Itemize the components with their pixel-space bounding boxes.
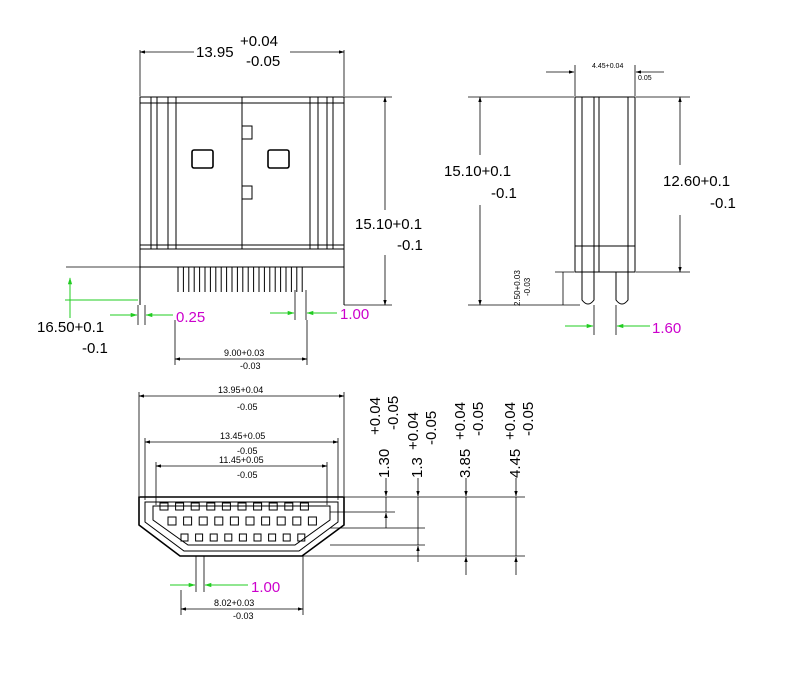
- contact-pad: [268, 502, 278, 511]
- front-flange: [139, 248, 345, 268]
- h3-minus: -0.05: [470, 402, 487, 436]
- contact-pad: [245, 516, 255, 526]
- contact-pad: [206, 502, 216, 511]
- front-pin-pitch: 1.00: [340, 306, 369, 323]
- front-pin-span-tol: -0.03: [240, 361, 261, 371]
- contact-pad: [175, 502, 185, 511]
- side-pin-pitch: 1.60: [652, 320, 681, 337]
- w2-main: 13.45+0.05: [220, 431, 265, 441]
- front-overall-main: 16.50+0.1: [37, 319, 104, 336]
- shell-inner: [144, 501, 339, 552]
- window-left: [191, 149, 214, 169]
- contact-pad: [253, 502, 263, 511]
- contact-pad: [209, 533, 218, 542]
- latch-tab-upper: [241, 125, 253, 140]
- contact-pad: [183, 516, 193, 526]
- front-width-main: 13.95: [196, 44, 234, 61]
- h1-plus: +0.04: [367, 397, 384, 435]
- tongue-outline: [152, 505, 331, 546]
- contact-pad: [276, 516, 286, 526]
- h3-main: 3.85: [457, 449, 474, 478]
- front-width-tol-plus: +0.04: [240, 33, 278, 50]
- contact-pad: [261, 516, 271, 526]
- contact-pad: [284, 502, 294, 511]
- side-pin-main: 2.50+0.03: [513, 270, 522, 306]
- front-height-tol: -0.1: [397, 237, 423, 254]
- contact-pad: [167, 516, 177, 526]
- contact-pad: [238, 533, 247, 542]
- side-pin-right: [615, 272, 629, 305]
- front-overall-tol: -0.1: [82, 340, 108, 357]
- w1-main: 13.95+0.04: [218, 385, 263, 395]
- latch-tab-lower: [241, 185, 253, 200]
- contact-pad: [198, 516, 208, 526]
- contact-pad: [190, 502, 200, 511]
- h4-main: 4.45: [507, 449, 524, 478]
- side-body-main: 12.60+0.1: [663, 173, 730, 190]
- contact-pad: [297, 533, 306, 542]
- contact-pad: [229, 516, 239, 526]
- side-thickness-main: 4.45+0.04: [592, 63, 623, 70]
- span-main: 8.02+0.03: [214, 598, 254, 608]
- h3-plus: +0.04: [452, 402, 469, 440]
- h2-plus: +0.04: [405, 412, 422, 450]
- contact-pad: [282, 533, 291, 542]
- side-body-outline: [574, 96, 636, 273]
- side-pin-tol: -0.03: [523, 277, 532, 296]
- side-view: 4.45+0.04 0.05 15.10+0.1 -0.1 12.60+0.1 …: [444, 63, 736, 337]
- side-body-tol: -0.1: [710, 195, 736, 212]
- contact-pad: [299, 502, 309, 511]
- h4-minus: -0.05: [520, 402, 537, 436]
- contact-pad: [159, 502, 169, 511]
- face-contacts: [159, 502, 317, 542]
- h2-minus: -0.05: [423, 411, 440, 445]
- h1-minus: -0.05: [385, 396, 402, 430]
- front-height-main: 15.10+0.1: [355, 216, 422, 233]
- contact-pad: [253, 533, 262, 542]
- front-width-tol-minus: -0.05: [246, 53, 280, 70]
- side-height-main: 15.10+0.1: [444, 163, 511, 180]
- contact-pad: [195, 533, 204, 542]
- side-thickness-tol: 0.05: [638, 75, 652, 82]
- bottom-pitch: 1.00: [251, 579, 280, 596]
- contact-pad: [214, 516, 224, 526]
- h2-main: 1.3: [409, 457, 426, 478]
- w1-tol: -0.05: [237, 402, 258, 412]
- window-right: [267, 149, 290, 169]
- w3-main: 11.45+0.05: [219, 455, 264, 465]
- bottom-view: 13.95+0.04 -0.05 13.45+0.05 -0.05 11.45+…: [138, 385, 537, 621]
- front-pin-width: 0.25: [176, 309, 205, 326]
- contact-pad: [221, 502, 231, 511]
- contact-pad: [180, 533, 189, 542]
- h4-plus: +0.04: [502, 402, 519, 440]
- front-view: 13.95 +0.04 -0.05 15.10+0.1 -0.1 16.50+0…: [37, 33, 423, 371]
- front-pin-span-main: 9.00+0.03: [224, 348, 264, 358]
- side-pin-left: [581, 272, 595, 305]
- contact-pad: [268, 533, 277, 542]
- w3-tol: -0.05: [237, 470, 258, 480]
- h1-main: 1.30: [376, 449, 393, 478]
- contact-pad: [237, 502, 247, 511]
- side-height-tol: -0.1: [491, 185, 517, 202]
- front-pins: [177, 267, 303, 292]
- contact-pad: [292, 516, 302, 526]
- w2-tol: -0.05: [237, 446, 258, 456]
- span-tol: -0.03: [233, 611, 254, 621]
- contact-pad: [307, 516, 317, 526]
- contact-pad: [224, 533, 233, 542]
